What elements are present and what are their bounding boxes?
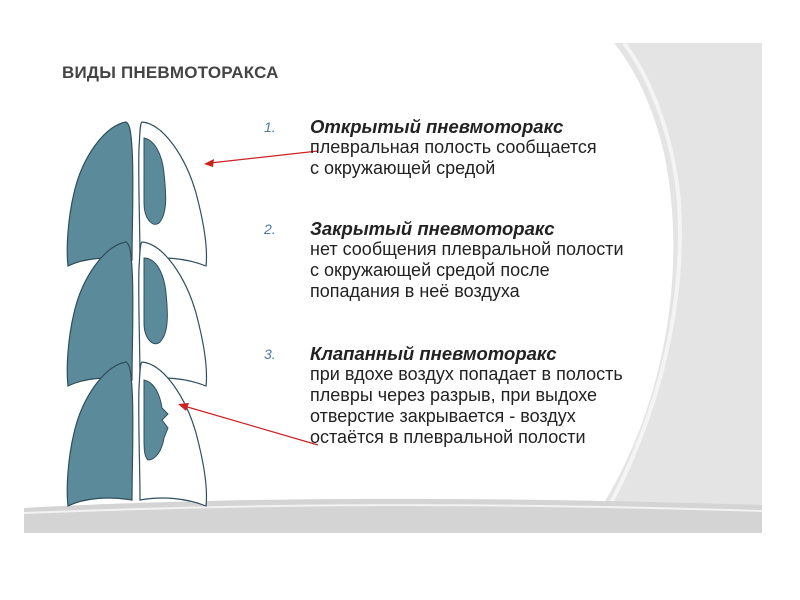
item-number: 2.	[264, 221, 276, 237]
item-number: 1.	[264, 119, 276, 135]
item-line: плевры через разрыв, при выдохе	[310, 385, 720, 406]
item-line: отверстие закрывается - воздух	[310, 406, 720, 427]
slide: ВИДЫ ПНЕВМОТОРАКСА 1.	[24, 43, 762, 533]
item-line: остаётся в плевральной полости	[310, 427, 720, 448]
item-heading: Клапанный пневмоторакс	[310, 343, 720, 364]
item-line: с окружающей средой после	[310, 260, 720, 281]
item-heading: Открытый пневмоторакс	[310, 116, 720, 137]
item-line: попадания в неё воздуха	[310, 281, 720, 302]
lung-diagram-valve	[67, 362, 206, 506]
item-line: с окружающей средой	[310, 158, 720, 179]
lung-diagram-open	[67, 122, 206, 266]
item-heading: Закрытый пневмоторакс	[310, 218, 720, 239]
item-line: плевральная полость сообщается	[310, 137, 720, 158]
item-line: при вдохе воздух попадает в полость	[310, 364, 720, 385]
item-number: 3.	[264, 346, 276, 362]
lung-diagram-closed	[67, 242, 206, 386]
item-line: нет сообщения плевральной полости	[310, 239, 720, 260]
arrow-valve	[178, 403, 318, 445]
arrow-open	[204, 151, 318, 167]
